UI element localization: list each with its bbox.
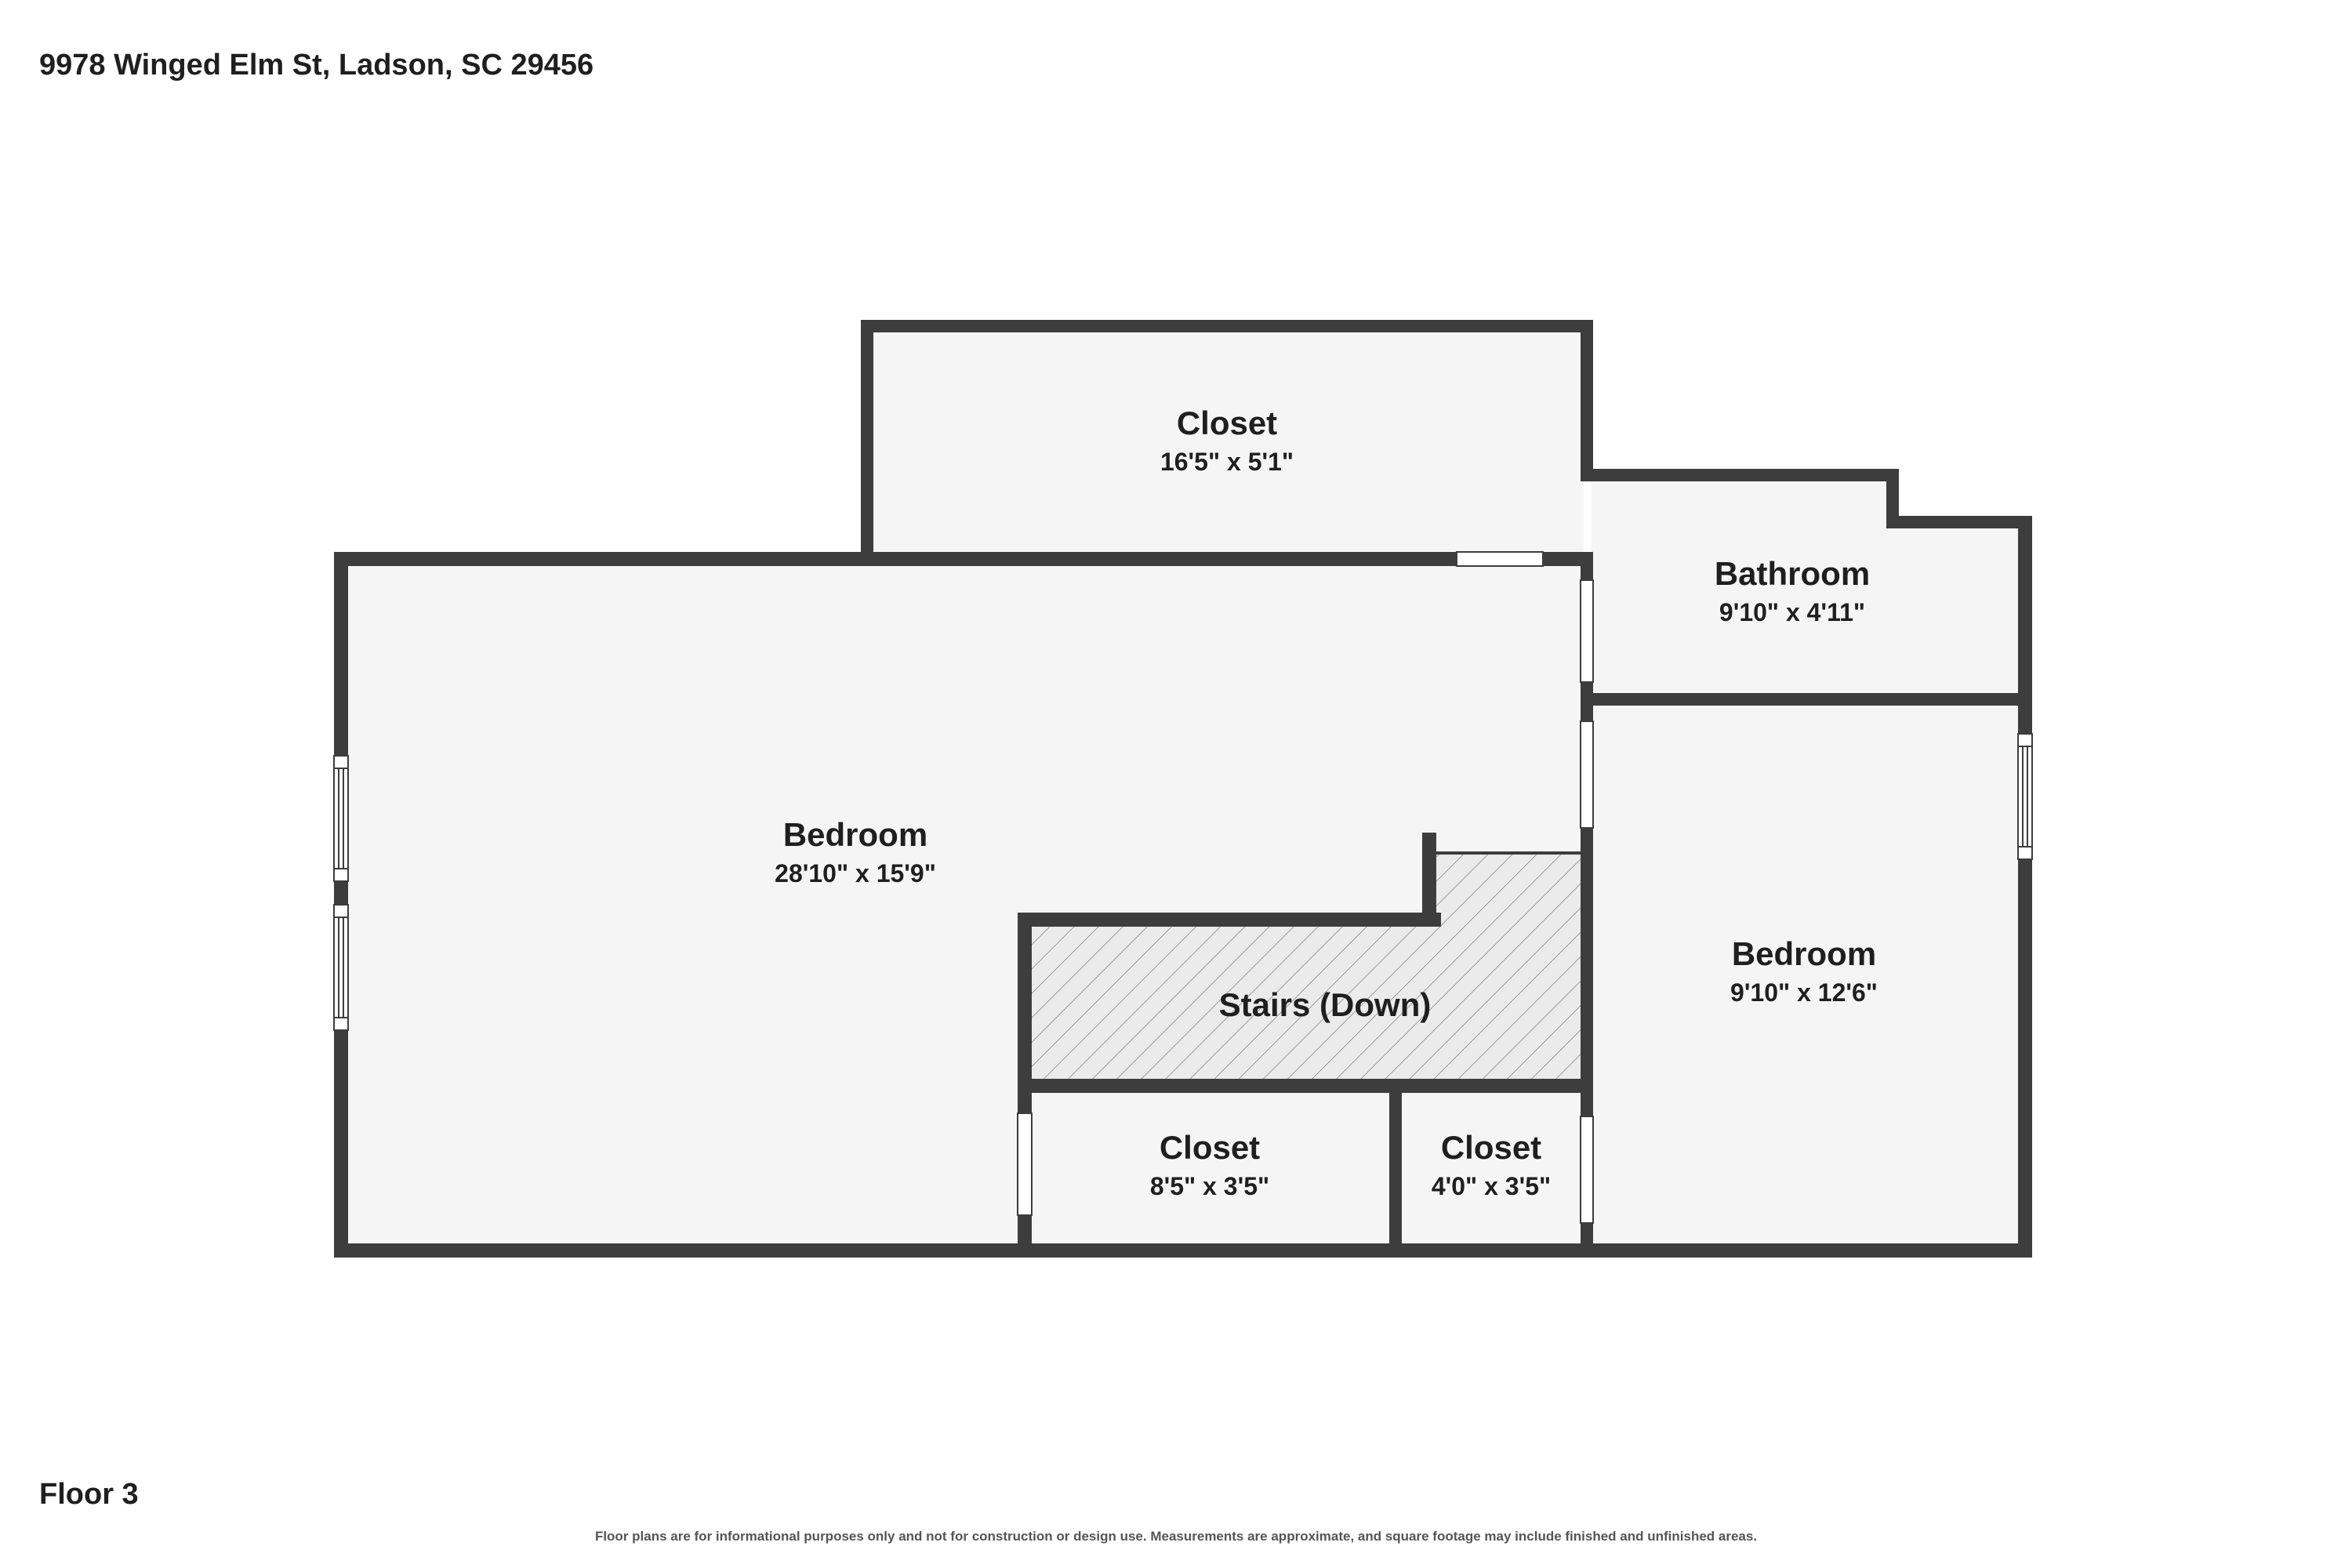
disclaimer-text: Floor plans are for informational purpos… [594,1529,1758,1544]
closet-top-dims: 16'5" x 5'1" [1160,448,1294,476]
closet-bottom-right-dims: 4'0" x 3'5" [1432,1172,1551,1200]
bedroom-right-name: Bedroom [1732,935,1876,972]
closet-bottom-right-name: Closet [1441,1129,1541,1166]
wall [1581,693,2032,706]
window [2017,733,2033,860]
closet-bottom-left-name: Closet [1160,1129,1260,1166]
wall [1581,552,1593,580]
wall [1018,1215,1032,1258]
wall [1018,913,1032,1113]
bedroom-main-dims: 28'10" x 15'9" [775,859,936,887]
wall [1886,516,2032,528]
window [333,904,349,1031]
doorway [1580,579,1594,683]
wall [334,1030,348,1258]
property-address: 9978 Winged Elm St, Ladson, SC 29456 [39,49,594,82]
wall [1581,469,1899,481]
closet-bottom-left-dims: 8'5" x 3'5" [1150,1172,1269,1200]
stairs-area [1029,855,1582,1082]
wall [1581,1223,1593,1258]
wall [1581,320,1593,469]
room-labels: Closet 16'5" x 5'1" Bathroom 9'10" x 4'1… [775,405,1878,1200]
closet-top-name: Closet [1177,405,1277,441]
wall [2018,859,2032,1258]
wall [861,320,1593,332]
wall [1436,851,1584,855]
wall [1581,682,1593,721]
wall [1389,1079,1402,1258]
wall [2018,517,2032,734]
closet-top-floor [870,329,1584,561]
wall [334,552,348,756]
stairs-name: Stairs (Down) [1219,986,1432,1023]
windows [333,733,2033,1031]
bedroom-main-floor [345,564,1584,1247]
wall [1018,913,1441,927]
doorway [1580,1116,1594,1224]
wall [1018,1079,1593,1093]
wall [1581,828,1593,1116]
doorways [1017,551,1594,1224]
doorway [1580,720,1594,829]
bedroom-main-name: Bedroom [783,816,927,853]
bedroom-right-floor [1592,706,2023,1247]
doorway [1456,551,1544,567]
floor-fills [345,329,2023,1247]
wall [334,1243,2032,1258]
bathroom-name: Bathroom [1715,555,1870,592]
bathroom-floor [1592,480,2023,699]
window [333,755,349,882]
wall [334,881,348,905]
doorway [1017,1112,1033,1216]
wall [861,320,873,563]
bathroom-dims: 9'10" x 4'11" [1719,598,1865,626]
wall [334,552,1457,566]
walls [334,320,2032,1258]
floor-label: Floor 3 [39,1478,139,1511]
wall [1886,469,1899,528]
wall [1422,833,1436,927]
bedroom-right-dims: 9'10" x 12'6" [1730,978,1878,1007]
